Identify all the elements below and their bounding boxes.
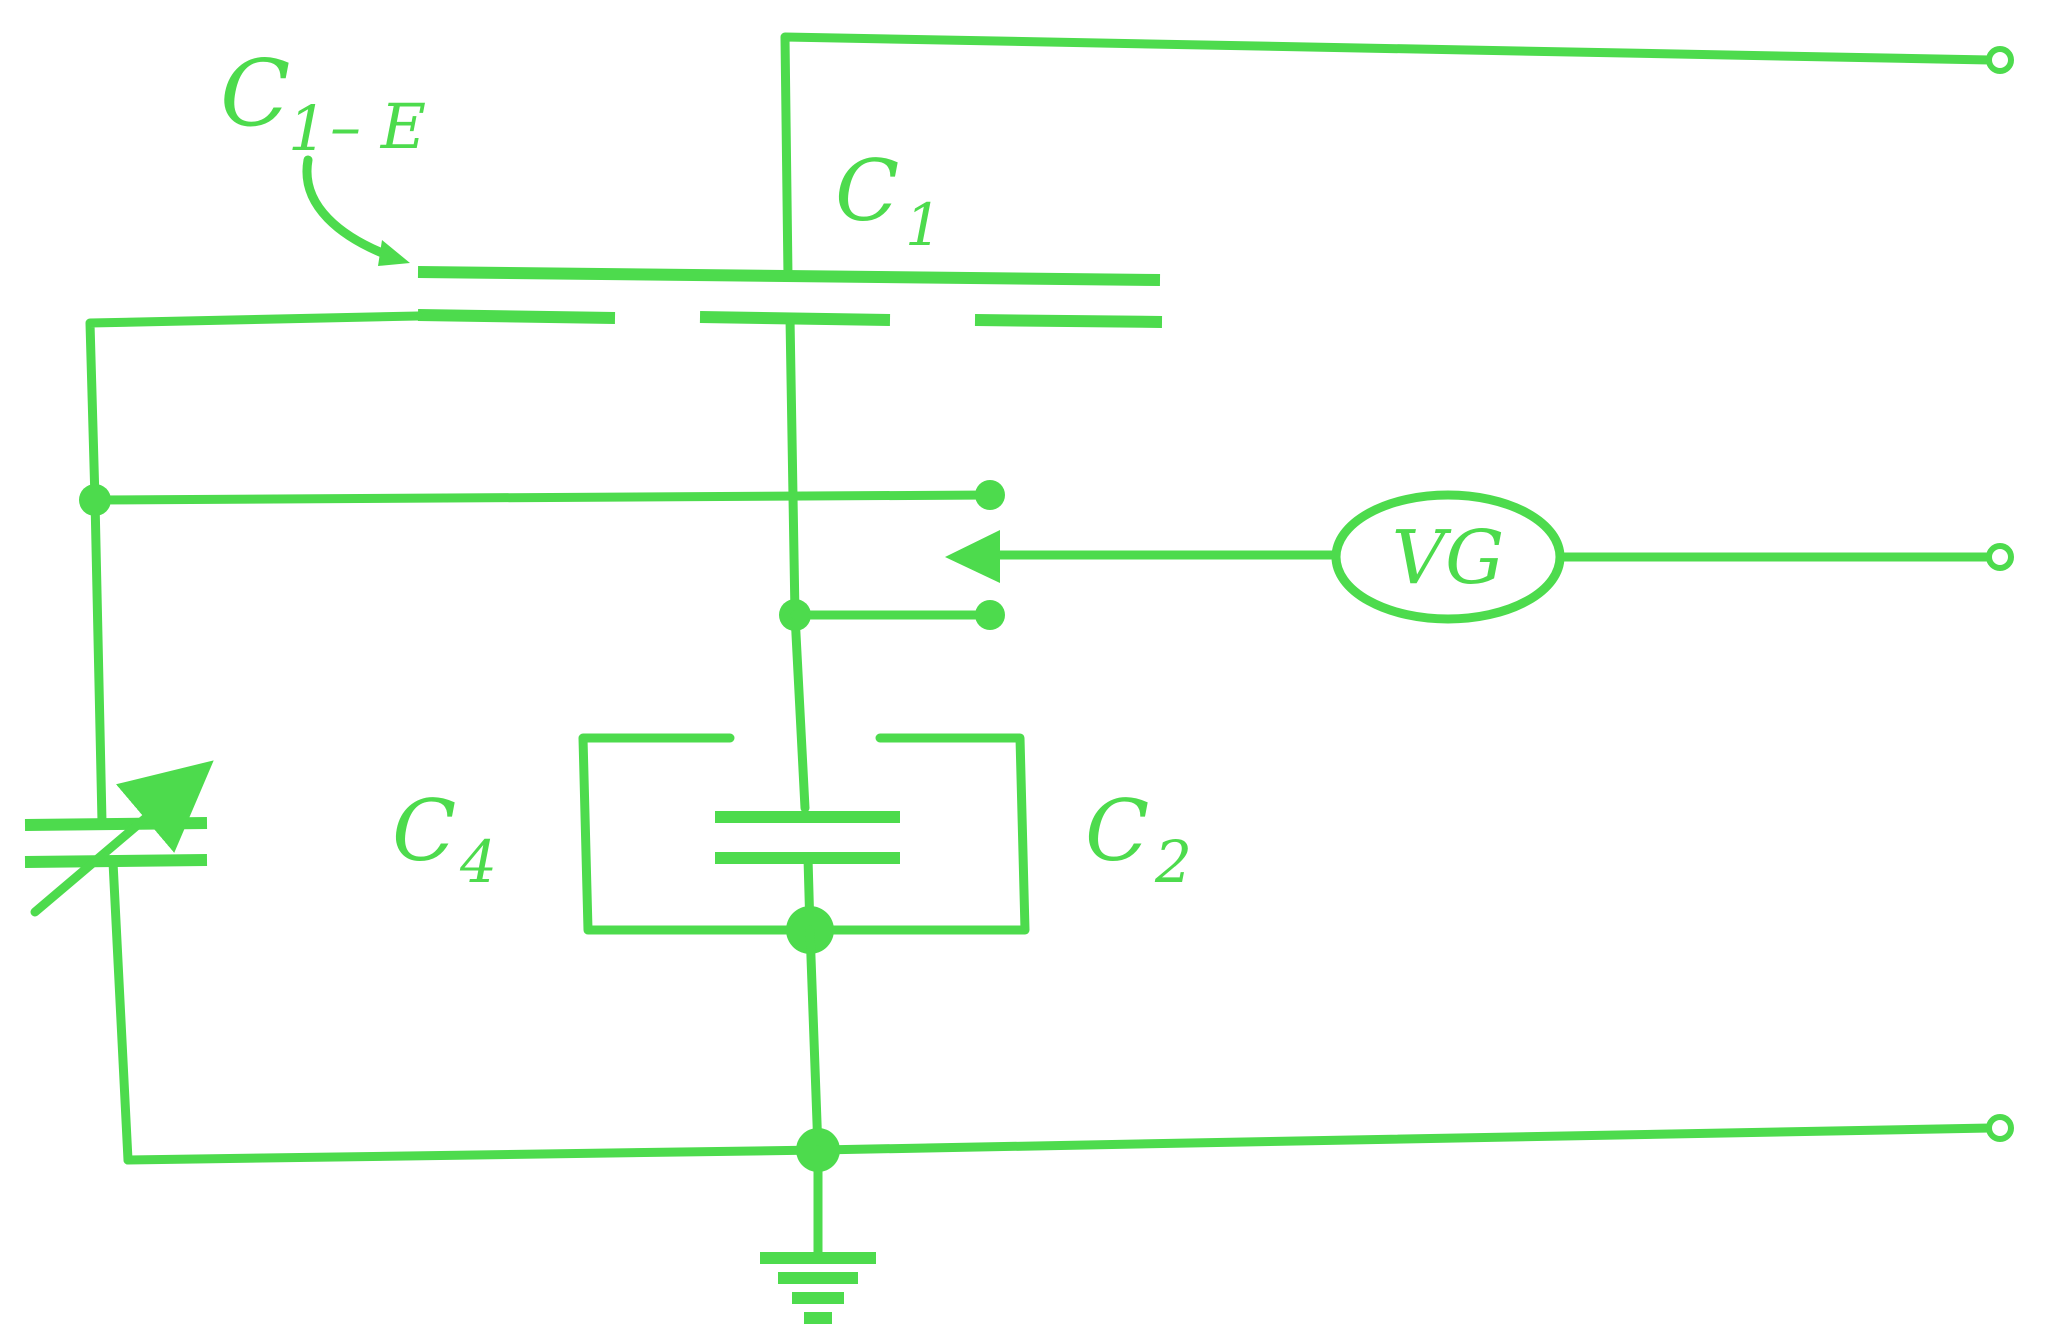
label-c1: C 1 <box>835 142 942 259</box>
c2-bracket <box>805 733 1030 935</box>
bottom-wire <box>123 1123 1995 1165</box>
terminal-middle <box>1986 543 2014 571</box>
variable-cap-arrow <box>30 760 214 917</box>
c1-e-pointer-arrow <box>302 155 400 263</box>
top-wire <box>780 32 1995 282</box>
svg-text:C: C <box>220 40 290 147</box>
center-wire-mid <box>790 610 810 813</box>
guard-to-contact-wire <box>90 490 995 505</box>
variable-cap-plate-top <box>24 817 208 831</box>
svg-text:4: 4 <box>459 828 497 896</box>
center-wire-upper <box>785 313 800 620</box>
c4-bracket <box>578 733 815 935</box>
svg-text:– E: – E <box>330 90 426 163</box>
left-wire-lower <box>108 857 133 1165</box>
svg-text:C: C <box>392 782 456 880</box>
svg-text:1: 1 <box>288 92 327 165</box>
label-c4: C 4 <box>392 782 497 896</box>
svg-text:2: 2 <box>1154 828 1192 896</box>
galvanometer-label: VG <box>1392 515 1505 601</box>
svg-text:1: 1 <box>905 191 942 259</box>
node-left <box>79 484 111 516</box>
ground-icon <box>760 1252 876 1324</box>
terminal-top <box>1986 46 2014 74</box>
contact-lower <box>975 600 1005 630</box>
svg-text:C: C <box>1085 782 1149 880</box>
svg-text:C: C <box>835 142 899 240</box>
left-wire-upper <box>90 495 107 827</box>
c1-e-arrowhead-icon <box>378 240 410 266</box>
center-wire-lower <box>805 925 823 1155</box>
switch-arrow-icon <box>945 530 1000 583</box>
c1-upper-plate <box>417 266 1161 286</box>
guard-wire <box>85 311 423 505</box>
label-c2: C 2 <box>1085 782 1192 896</box>
contact-upper <box>975 480 1005 510</box>
c1-lower-plate <box>699 311 891 326</box>
guard-plate-right <box>974 314 1163 328</box>
label-c1-e: C 1 – E <box>220 40 426 165</box>
guard-plate-left <box>417 309 616 324</box>
terminal-bottom <box>1986 1114 2014 1142</box>
